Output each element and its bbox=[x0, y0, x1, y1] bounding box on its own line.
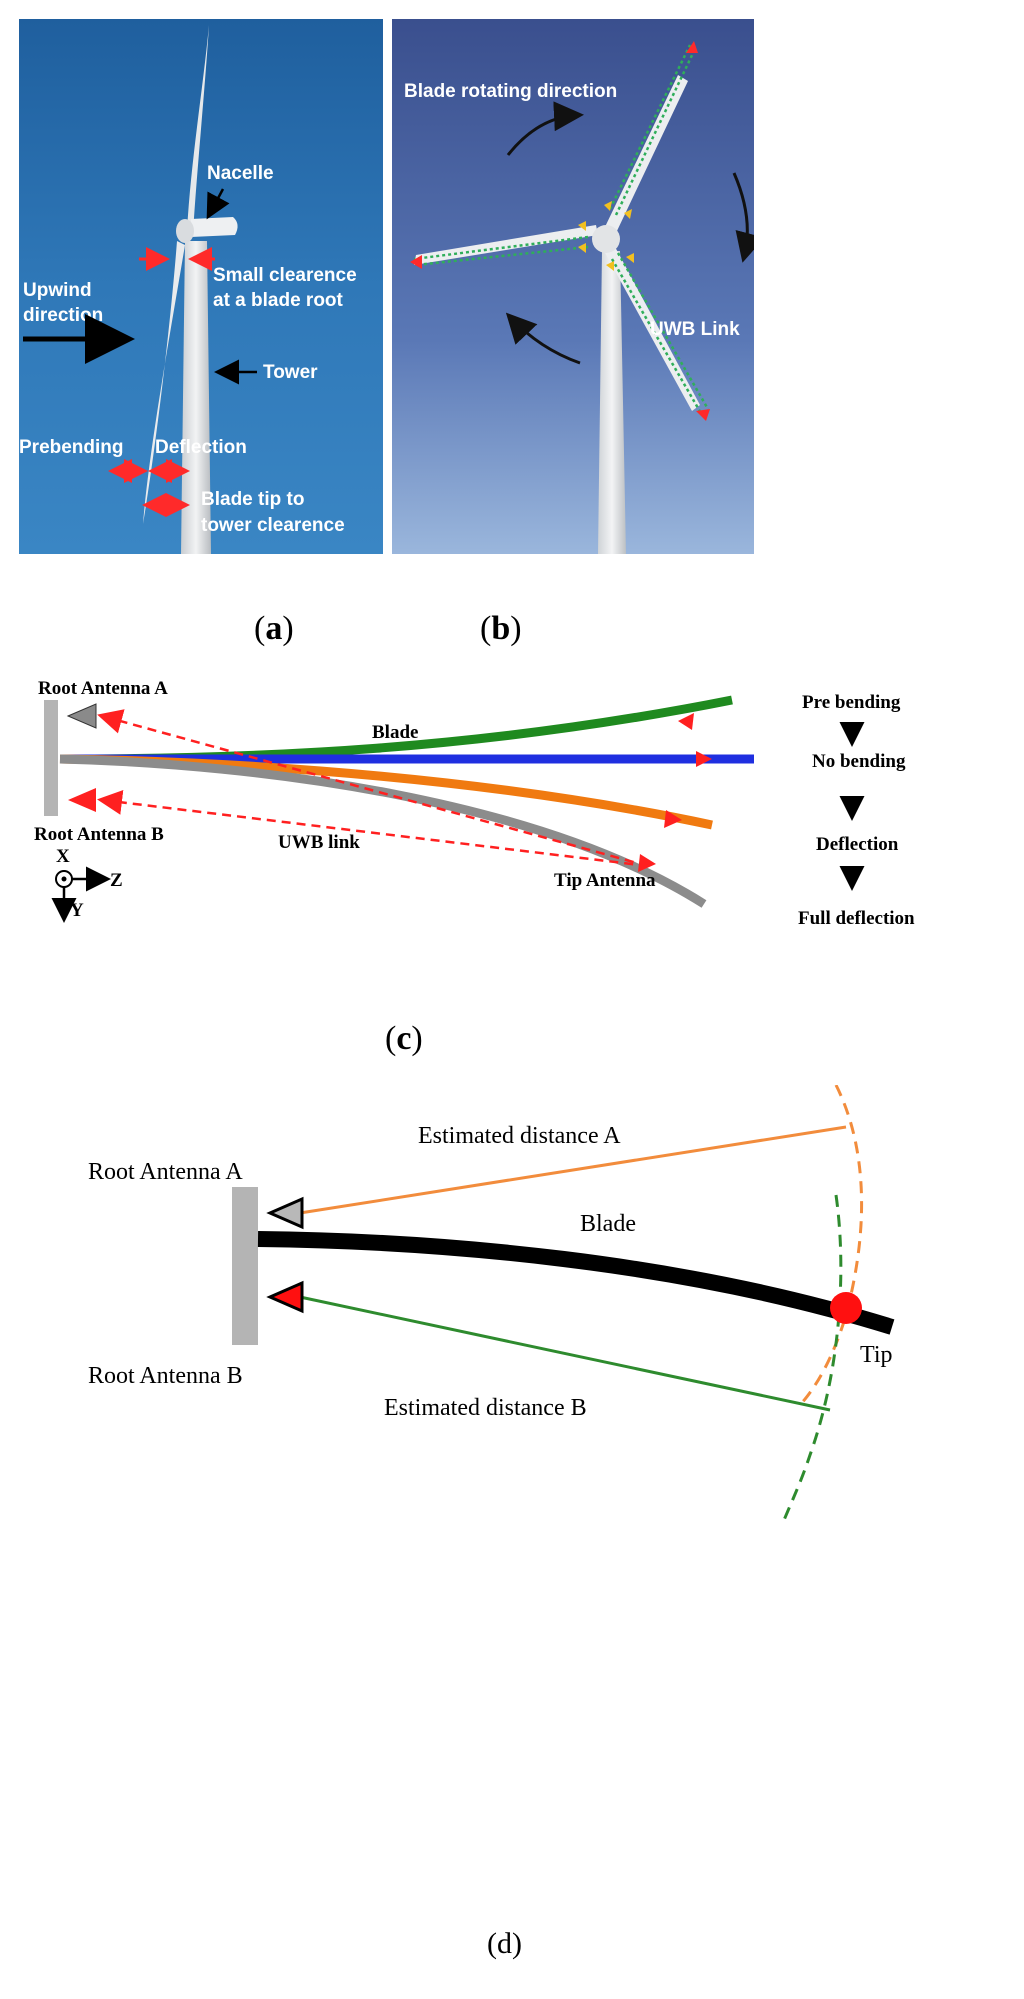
tip-marker bbox=[830, 1292, 862, 1324]
tip-marker-none bbox=[696, 751, 712, 767]
tip-antenna-down bbox=[696, 409, 710, 421]
deflection-label: Deflection bbox=[816, 834, 899, 855]
rotation-arrow-top bbox=[506, 101, 584, 156]
root-antenna-b-icon bbox=[68, 788, 96, 812]
distance-estimation-diagram: Root Antenna A Root Antenna B Blade Tip … bbox=[88, 1085, 895, 1526]
blade-left-shape bbox=[414, 225, 598, 265]
tip-marker-full bbox=[638, 854, 656, 872]
axis-y-label: Y bbox=[70, 900, 84, 921]
tip-antenna-label: Tip Antenna bbox=[554, 870, 656, 891]
tower-shape bbox=[598, 251, 626, 554]
nacelle-pointer bbox=[206, 188, 230, 220]
tip-marker-defl bbox=[664, 810, 682, 828]
tip-clearance-label-2: tower clearence bbox=[201, 515, 345, 536]
rotation-arrow-right bbox=[732, 172, 754, 263]
sublabel-a: (a) bbox=[254, 610, 294, 647]
clearance-label-1: Small clearence bbox=[213, 265, 357, 286]
uwb-link-label: UWB link bbox=[278, 832, 360, 853]
sublabel-c: (c) bbox=[385, 1020, 423, 1057]
root-plate bbox=[232, 1187, 258, 1345]
root-antenna-a-label: Root Antenna A bbox=[38, 680, 168, 699]
distance-b-line bbox=[299, 1295, 831, 1412]
nacelle-label: Nacelle bbox=[207, 163, 274, 184]
blade-shape bbox=[257, 1231, 895, 1335]
photo-panel-b: Blade rotating direction UWB Link bbox=[392, 19, 754, 554]
root-antenna-b-label: Root Antenna B bbox=[34, 824, 164, 845]
deflection-label: Deflection bbox=[155, 437, 247, 458]
blade-bending-diagram: Root Antenna A Root Antenna B Blade UWB … bbox=[34, 680, 915, 929]
tip-marker-pre bbox=[678, 713, 694, 730]
rotation-arrow-bottom bbox=[505, 312, 581, 365]
upwind-label-1: Upwind bbox=[23, 280, 92, 301]
estimated-distance-b-label: Estimated distance B bbox=[384, 1395, 587, 1421]
nacelle-shape bbox=[191, 217, 238, 237]
axis-x-label: X bbox=[56, 846, 70, 867]
upper-blade-shape bbox=[187, 25, 209, 233]
turbine-front-photo: Blade rotating direction UWB Link bbox=[392, 19, 754, 554]
prebending-label: Prebending bbox=[19, 437, 124, 458]
full-deflection-label: Full deflection bbox=[798, 908, 915, 929]
blade-label: Blade bbox=[580, 1211, 636, 1237]
arc-distance-a bbox=[798, 1085, 864, 1407]
tip-antenna-up bbox=[686, 41, 698, 53]
sublabel-b: (b) bbox=[480, 610, 522, 647]
sublabel-d: (d) bbox=[487, 1927, 522, 1960]
tip-antenna-left bbox=[410, 255, 422, 269]
root-antenna-a-icon bbox=[266, 1196, 304, 1230]
tip-label: Tip bbox=[860, 1342, 892, 1368]
root-antennas bbox=[578, 201, 634, 271]
hub-shape bbox=[592, 225, 620, 253]
root-antenna-b-icon bbox=[266, 1280, 304, 1314]
tip-clearance-label-1: Blade tip to bbox=[201, 489, 304, 510]
hub-shape bbox=[176, 219, 194, 243]
upwind-label-2: direction bbox=[23, 305, 103, 326]
turbine-side-photo: Nacelle Upwind direction Small clearence… bbox=[19, 19, 383, 554]
estimated-distance-a-label: Estimated distance A bbox=[418, 1123, 621, 1149]
root-antenna-b-label: Root Antenna B bbox=[88, 1363, 243, 1389]
root-antenna-a-label: Root Antenna A bbox=[88, 1159, 243, 1185]
axis-z-label: Z bbox=[110, 870, 123, 891]
pre-bending-label: Pre bending bbox=[802, 692, 901, 713]
blade-label: Blade bbox=[372, 722, 418, 743]
uwb-link-lines bbox=[413, 44, 710, 416]
lower-blade-shape bbox=[143, 241, 185, 524]
distance-a-line bbox=[299, 1125, 847, 1215]
arc-distance-b bbox=[780, 1194, 843, 1526]
tower-label: Tower bbox=[263, 362, 318, 383]
rotating-direction-label: Blade rotating direction bbox=[404, 81, 617, 102]
root-plate bbox=[44, 700, 58, 816]
root-antenna-a-icon bbox=[66, 703, 97, 729]
uwb-link-b bbox=[97, 789, 649, 868]
uwb-link-label: UWB Link bbox=[650, 319, 740, 340]
uwb-link-a bbox=[97, 709, 649, 868]
no-bending-label: No bending bbox=[812, 751, 906, 772]
clearance-label-2: at a blade root bbox=[213, 290, 344, 311]
photo-panel-a: Nacelle Upwind direction Small clearence… bbox=[19, 19, 383, 554]
